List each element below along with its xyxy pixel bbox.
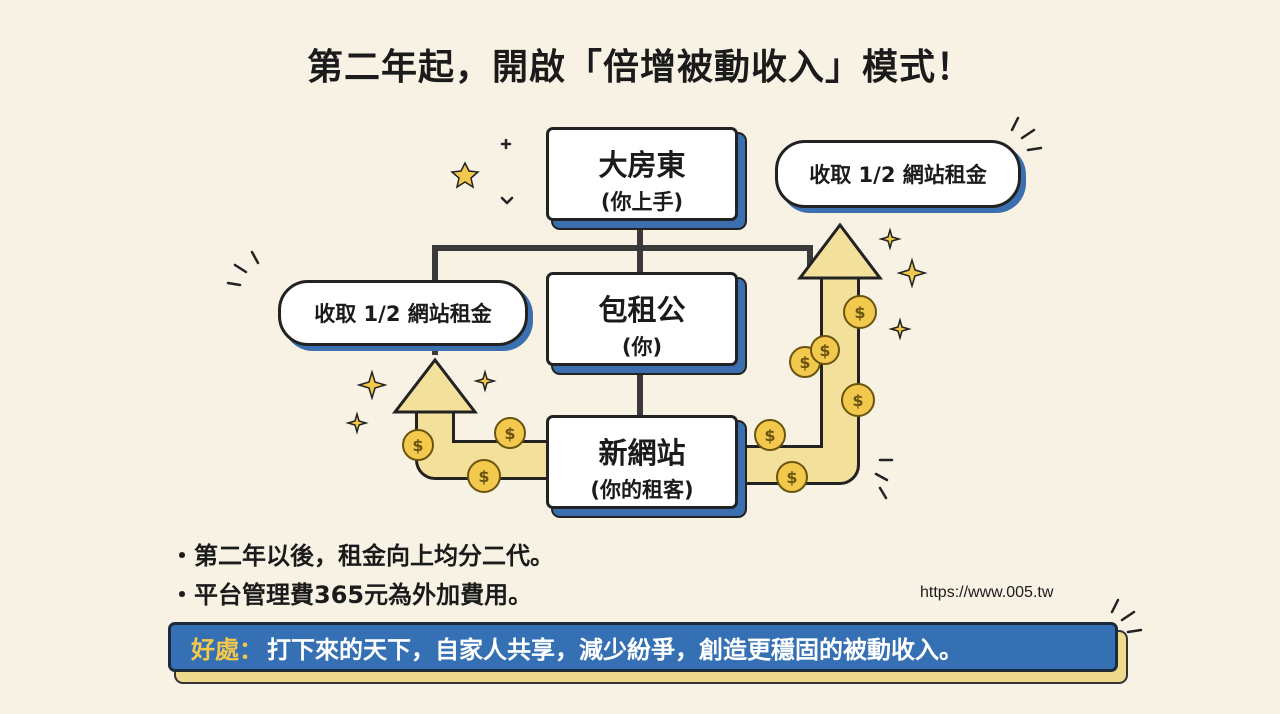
burst-lines — [226, 116, 1143, 634]
svg-text:$: $ — [764, 426, 775, 445]
right-arrow — [740, 222, 884, 485]
node-subtitle: (你的租客) — [590, 478, 694, 502]
benefit-text: 打下來的天下，自家人共享，減少紛爭，創造更穩固的被動收入。 — [267, 635, 963, 664]
page-title: 第二年起，開啟「倍增被動收入」模式！ — [306, 47, 973, 88]
website-url: https://www.005.tw — [920, 584, 1054, 601]
svg-text:$: $ — [412, 436, 423, 455]
node-subtitle: (你上手) — [600, 190, 684, 214]
speech-bubble-left: 收取 1/2 網站租金 — [278, 280, 528, 346]
coin-icon — [810, 335, 840, 365]
coin-icon — [754, 419, 786, 451]
coin-symbols: $ $ $ $ $ $ $ $ $ — [412, 303, 865, 487]
node-title: 包租公 — [598, 293, 686, 327]
node-title: 新網站 — [598, 436, 686, 470]
coin-icon — [402, 429, 434, 461]
svg-text:$: $ — [786, 468, 797, 487]
svg-text:$: $ — [478, 467, 489, 486]
node-title: 大房東 — [598, 148, 686, 182]
sparkle-icons — [345, 161, 928, 435]
svg-text:$: $ — [504, 424, 515, 443]
node-landlord-you: 包租公 (你) — [546, 272, 738, 366]
node-landlord-top: 大房東 (你上手) — [546, 127, 738, 221]
svg-text:$: $ — [852, 391, 863, 410]
left-arrow — [391, 357, 546, 480]
speech-bubble-right: 收取 1/2 網站租金 — [775, 140, 1021, 208]
coin-icon — [776, 461, 808, 493]
coin-icon — [841, 383, 875, 417]
coin-icon — [467, 459, 501, 493]
benefit-label: 好處： — [191, 635, 263, 664]
svg-text:$: $ — [854, 303, 865, 322]
svg-text:$: $ — [819, 341, 830, 360]
benefit-banner: 好處： 打下來的天下，自家人共享，減少紛爭，創造更穩固的被動收入。 — [168, 622, 1118, 672]
coin-icon — [494, 417, 526, 449]
node-subtitle: (你) — [621, 335, 663, 359]
bullet-item: ・平台管理費365元為外加費用。 — [170, 581, 533, 609]
coin-icon — [843, 295, 877, 329]
node-new-website: 新網站 (你的租客) — [546, 415, 738, 509]
bullet-item: ・第二年以後，租金向上均分二代。 — [170, 542, 554, 570]
svg-text:$: $ — [799, 353, 810, 372]
coins — [402, 295, 877, 493]
